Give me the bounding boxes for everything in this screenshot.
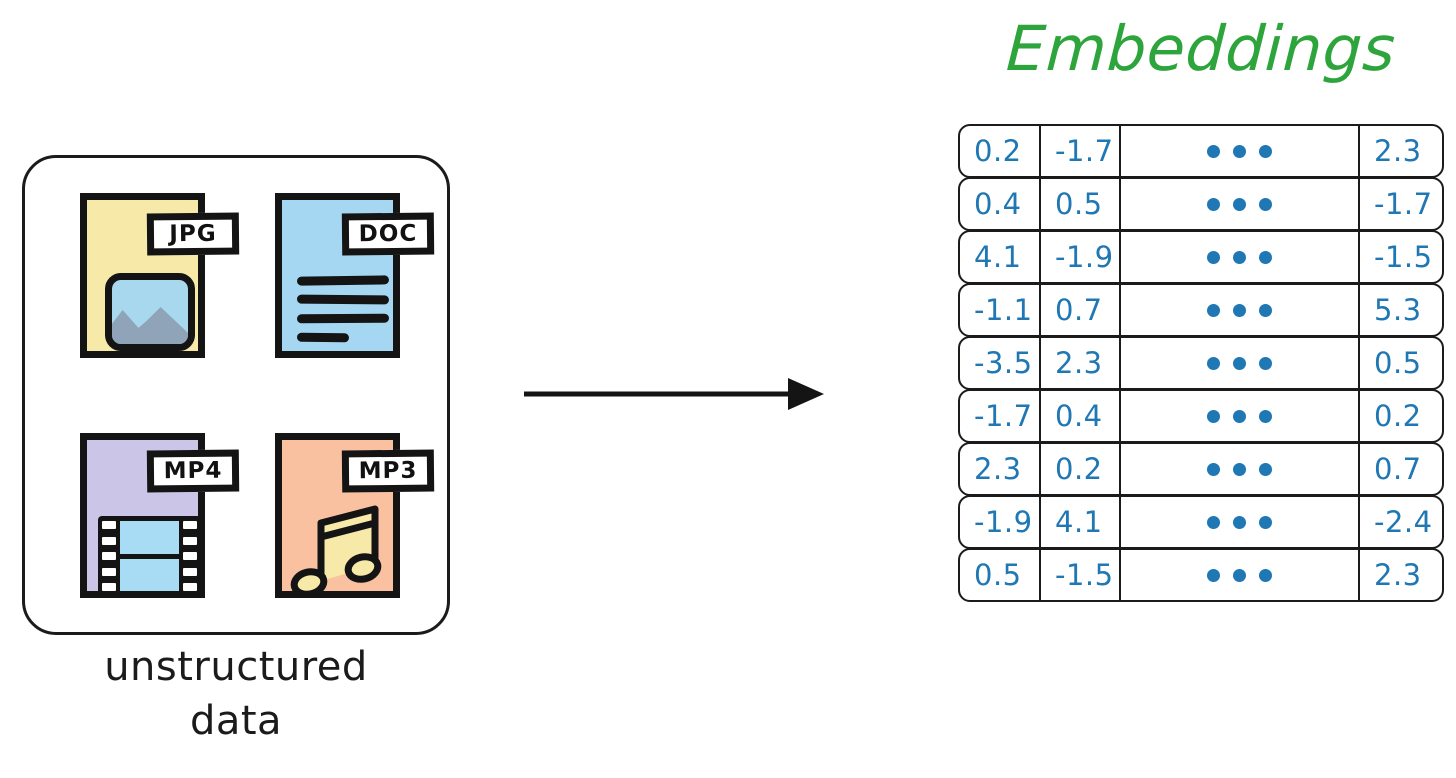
music-note-icon <box>290 505 382 598</box>
ellipsis-dots-icon <box>1207 515 1272 529</box>
ellipsis-cell <box>1119 285 1358 335</box>
embedding-value-cell: 0.2 <box>1039 444 1119 494</box>
embedding-value-cell: -1.1 <box>974 293 1033 327</box>
embedding-value-cell: -1.5 <box>1358 232 1442 282</box>
image-thumbnail-icon <box>105 273 195 351</box>
ellipsis-cell <box>1119 232 1358 282</box>
embedding-value-cell: 0.7 <box>1358 444 1442 494</box>
document-line <box>296 294 390 305</box>
embedding-value-cell: 0.5 <box>1358 338 1442 388</box>
file-ext-label-doc: DOC <box>341 212 435 256</box>
embedding-value-cell: 0.5 <box>1039 179 1119 229</box>
embedding-value-cell: 4.1 <box>1039 497 1119 547</box>
ellipsis-dots-icon <box>1207 356 1272 370</box>
document-line <box>296 332 350 343</box>
embedding-value-cell: 2.3 <box>1358 550 1442 600</box>
film-strip-icon <box>98 516 201 596</box>
ellipsis-cell <box>1119 497 1358 547</box>
unstructured-data-caption: unstructured data <box>22 640 450 748</box>
mountain-shape <box>112 307 188 344</box>
caption-line-2: data <box>189 698 283 744</box>
ellipsis-dots-icon <box>1207 144 1272 158</box>
ellipsis-dots-icon <box>1207 250 1272 264</box>
embedding-value-cell: -1.9 <box>974 505 1033 539</box>
embedding-value-cell: -1.7 <box>974 399 1033 433</box>
film-sprockets-right <box>183 521 197 591</box>
embedding-row: 2.3 0.2 0.7 <box>958 442 1444 496</box>
embedding-row: 0.4 0.5 -1.7 <box>958 177 1444 231</box>
ellipsis-dots-icon <box>1207 568 1272 582</box>
embedding-value-cell: 0.7 <box>1039 285 1119 335</box>
embedding-value-cell: -1.7 <box>1358 179 1442 229</box>
embedding-row: 0.5 -1.5 2.3 <box>958 548 1444 602</box>
film-frames <box>120 521 179 591</box>
embedding-value-cell: 2.3 <box>1358 126 1442 176</box>
embedding-row: 4.1 -1.9 -1.5 <box>958 230 1444 284</box>
embedding-value-cell: -1.7 <box>1039 126 1119 176</box>
embedding-value-cell: 0.4 <box>1039 391 1119 441</box>
embedding-value-cell: -2.4 <box>1358 497 1442 547</box>
film-sprockets-left <box>102 521 116 591</box>
caption-line-1: unstructured <box>104 644 368 690</box>
ellipsis-dots-icon <box>1207 462 1272 476</box>
embedding-value-cell: 0.2 <box>974 134 1022 168</box>
embedding-value-cell: 0.5 <box>974 558 1022 592</box>
embedding-value-cell: 0.2 <box>1358 391 1442 441</box>
ellipsis-cell <box>1119 550 1358 600</box>
ellipsis-cell <box>1119 179 1358 229</box>
embedding-value-cell: 0.4 <box>974 187 1022 221</box>
embedding-value-cell: -1.9 <box>1039 232 1119 282</box>
file-ext-label-jpg: JPG <box>146 212 240 256</box>
embedding-value-cell: 2.3 <box>974 452 1022 486</box>
document-line <box>296 313 390 324</box>
embedding-value-cell: -3.5 <box>974 346 1033 380</box>
file-ext-label-mp3: MP3 <box>341 449 435 493</box>
transform-arrow <box>524 378 824 410</box>
unstructured-data-panel: JPG DOC MP4 <box>22 155 450 635</box>
ellipsis-cell <box>1119 338 1358 388</box>
ellipsis-cell <box>1119 126 1358 176</box>
embedding-value-cell: 2.3 <box>1039 338 1119 388</box>
ellipsis-dots-icon <box>1207 197 1272 211</box>
document-lines-icon <box>296 275 390 286</box>
ellipsis-cell <box>1119 391 1358 441</box>
embedding-value-cell: 5.3 <box>1358 285 1442 335</box>
embeddings-title: Embeddings <box>1004 12 1398 85</box>
embedding-value-cell: 4.1 <box>974 240 1022 274</box>
ellipsis-cell <box>1119 444 1358 494</box>
file-ext-label-mp4: MP4 <box>146 449 240 493</box>
embedding-value-cell: -1.5 <box>1039 550 1119 600</box>
embedding-row: 0.2 -1.7 2.3 <box>958 124 1444 178</box>
ellipsis-dots-icon <box>1207 409 1272 423</box>
ellipsis-dots-icon <box>1207 303 1272 317</box>
